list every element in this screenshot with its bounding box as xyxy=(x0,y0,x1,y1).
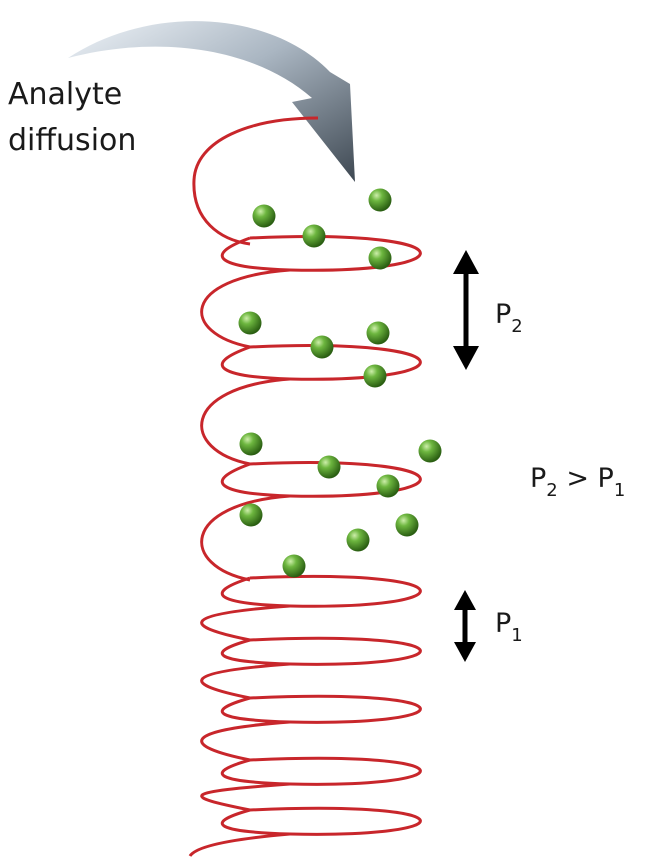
particle-sphere-icon xyxy=(363,364,387,388)
relation-right-letter: P xyxy=(598,463,614,494)
particle-sphere-icon xyxy=(302,224,326,248)
helix-loop-3 xyxy=(220,461,422,498)
annotation-line-2: diffusion xyxy=(8,123,136,158)
analyte-particles xyxy=(238,188,442,578)
p2-subscript: 2 xyxy=(511,316,522,337)
particle-sphere-icon xyxy=(418,439,442,463)
helix-connector-7 xyxy=(200,782,291,812)
pitch-arrow-p2-icon xyxy=(453,250,479,370)
pitch-arrow-p1-icon xyxy=(454,590,476,662)
helix-top-segment xyxy=(192,116,319,246)
helix-loop-4 xyxy=(220,574,422,608)
helix-connector-4 xyxy=(200,604,291,642)
helix-connector-6 xyxy=(200,720,291,762)
particle-sphere-icon xyxy=(252,204,276,228)
particle-sphere-icon xyxy=(366,321,390,345)
annotation-line-1: Analyte xyxy=(8,77,122,112)
helix-loop-5 xyxy=(221,636,422,666)
helix-connector-1 xyxy=(200,268,291,349)
helix-coil xyxy=(188,116,422,857)
pitch-label-p2: P2 xyxy=(495,299,523,337)
particle-sphere-icon xyxy=(368,246,392,270)
helix-loop-7 xyxy=(221,756,422,786)
relation-left-letter: P xyxy=(530,463,546,494)
diffusion-arrow-icon xyxy=(68,21,355,182)
helix-connector-3 xyxy=(200,494,291,582)
relation-operator: > xyxy=(558,463,598,494)
helix-loop-6 xyxy=(221,694,422,724)
particle-sphere-icon xyxy=(282,554,306,578)
p2-letter: P xyxy=(495,299,511,330)
helix-tail xyxy=(188,832,291,857)
p1-subscript: 1 xyxy=(511,625,522,646)
particle-sphere-icon xyxy=(310,335,334,359)
particle-sphere-icon xyxy=(239,503,263,527)
particle-sphere-icon xyxy=(317,455,341,479)
particle-sphere-icon xyxy=(346,528,370,552)
relation-left-subscript: 2 xyxy=(546,480,557,501)
particle-sphere-icon xyxy=(238,311,262,335)
particle-sphere-icon xyxy=(376,474,400,498)
helix-loop-8 xyxy=(221,806,422,836)
helix-loop-1 xyxy=(220,235,422,272)
helix-connector-2 xyxy=(200,377,291,466)
p1-letter: P xyxy=(495,608,511,639)
particle-sphere-icon xyxy=(395,513,419,537)
helix-connector-5 xyxy=(200,662,291,700)
particle-sphere-icon xyxy=(239,432,263,456)
helix-loop-2 xyxy=(220,344,422,381)
pitch-relation: P2 > P1 xyxy=(530,463,625,501)
pitch-label-p1: P1 xyxy=(495,608,523,646)
particle-sphere-icon xyxy=(368,188,392,212)
relation-right-subscript: 1 xyxy=(614,480,625,501)
